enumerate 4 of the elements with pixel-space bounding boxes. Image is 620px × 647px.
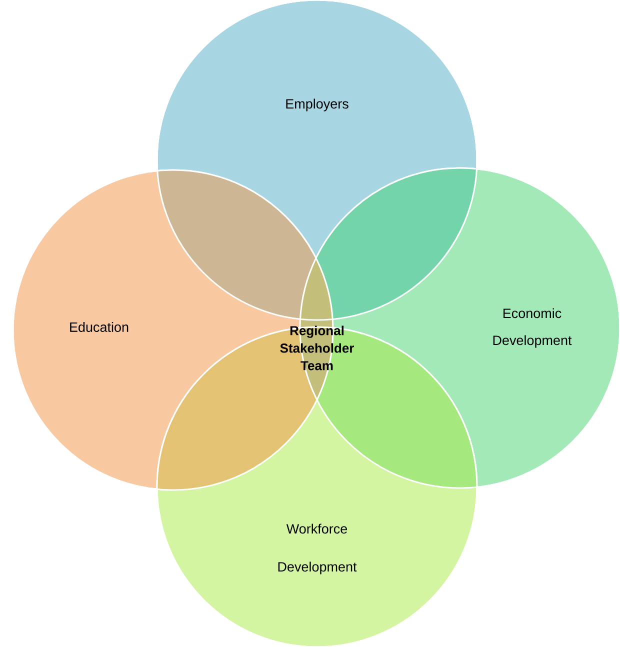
circle-label: Education — [70, 322, 128, 332]
circle-label: Workforce Development — [278, 524, 357, 574]
circle-label: Employers — [286, 98, 348, 112]
circle-label: Economic Development — [493, 308, 572, 348]
